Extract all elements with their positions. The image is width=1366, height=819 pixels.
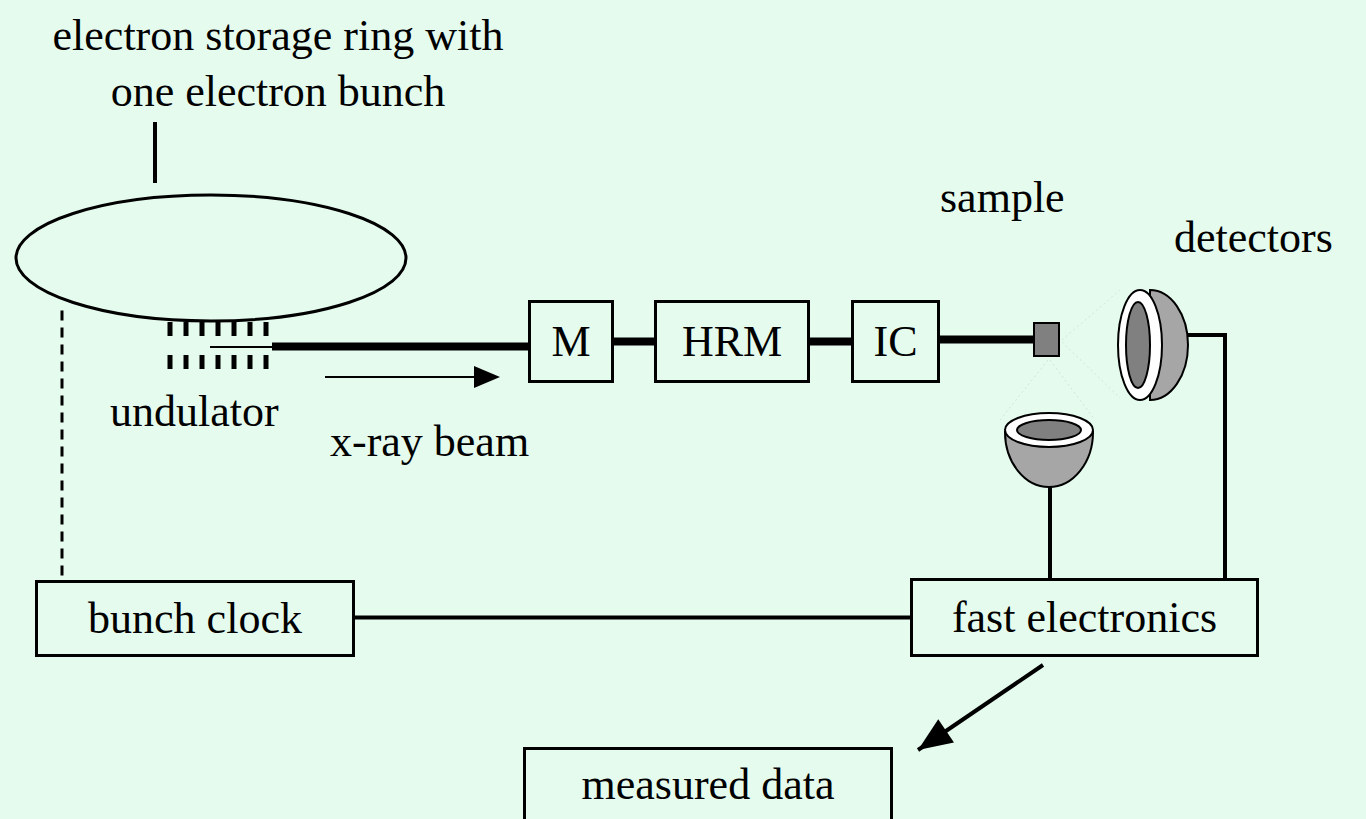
undulator-label: undulator xyxy=(110,386,279,438)
connector xyxy=(355,616,910,620)
arrow-head xyxy=(918,719,954,750)
detectors-label: detectors xyxy=(1174,212,1333,264)
node-label: bunch clock xyxy=(88,593,302,645)
beam-direction-arrow xyxy=(325,376,480,378)
bunch-clock-box: bunch clock xyxy=(35,580,355,657)
signal-wire xyxy=(1187,335,1225,578)
connector xyxy=(272,343,528,351)
node-label: sample xyxy=(940,172,1065,224)
connector xyxy=(918,665,1043,750)
arrow-head xyxy=(474,366,500,388)
storage-ring: electron storage ring with one electron … xyxy=(14,193,408,323)
connector xyxy=(940,336,1033,344)
scatter-cone xyxy=(1000,290,1120,420)
electronics-box: fast electronics xyxy=(910,578,1259,657)
undulator-magnets xyxy=(170,322,266,369)
node-label: HRM xyxy=(682,316,782,368)
monochromator-box: M xyxy=(528,300,614,383)
electron-path xyxy=(210,346,272,348)
node-label: IC xyxy=(874,316,918,368)
ring-outline xyxy=(14,193,408,323)
data-box: measured data xyxy=(523,747,893,819)
node-label: measured data xyxy=(582,759,835,811)
leader-line xyxy=(153,122,157,183)
beam-label: x-ray beam xyxy=(330,416,529,468)
connector xyxy=(614,338,654,346)
detector xyxy=(1005,413,1093,487)
connector xyxy=(810,338,851,346)
hrm-box: HRM xyxy=(654,300,810,383)
node-label: fast electronics xyxy=(952,592,1217,644)
node-label: electron storage ring with one electron … xyxy=(28,8,528,120)
node-label: M xyxy=(551,316,590,368)
ion-chamber-box: IC xyxy=(851,300,940,383)
signal-wire xyxy=(1048,487,1052,578)
timing-link xyxy=(61,311,64,580)
detector xyxy=(1118,290,1188,400)
sample: sample xyxy=(1033,322,1060,357)
